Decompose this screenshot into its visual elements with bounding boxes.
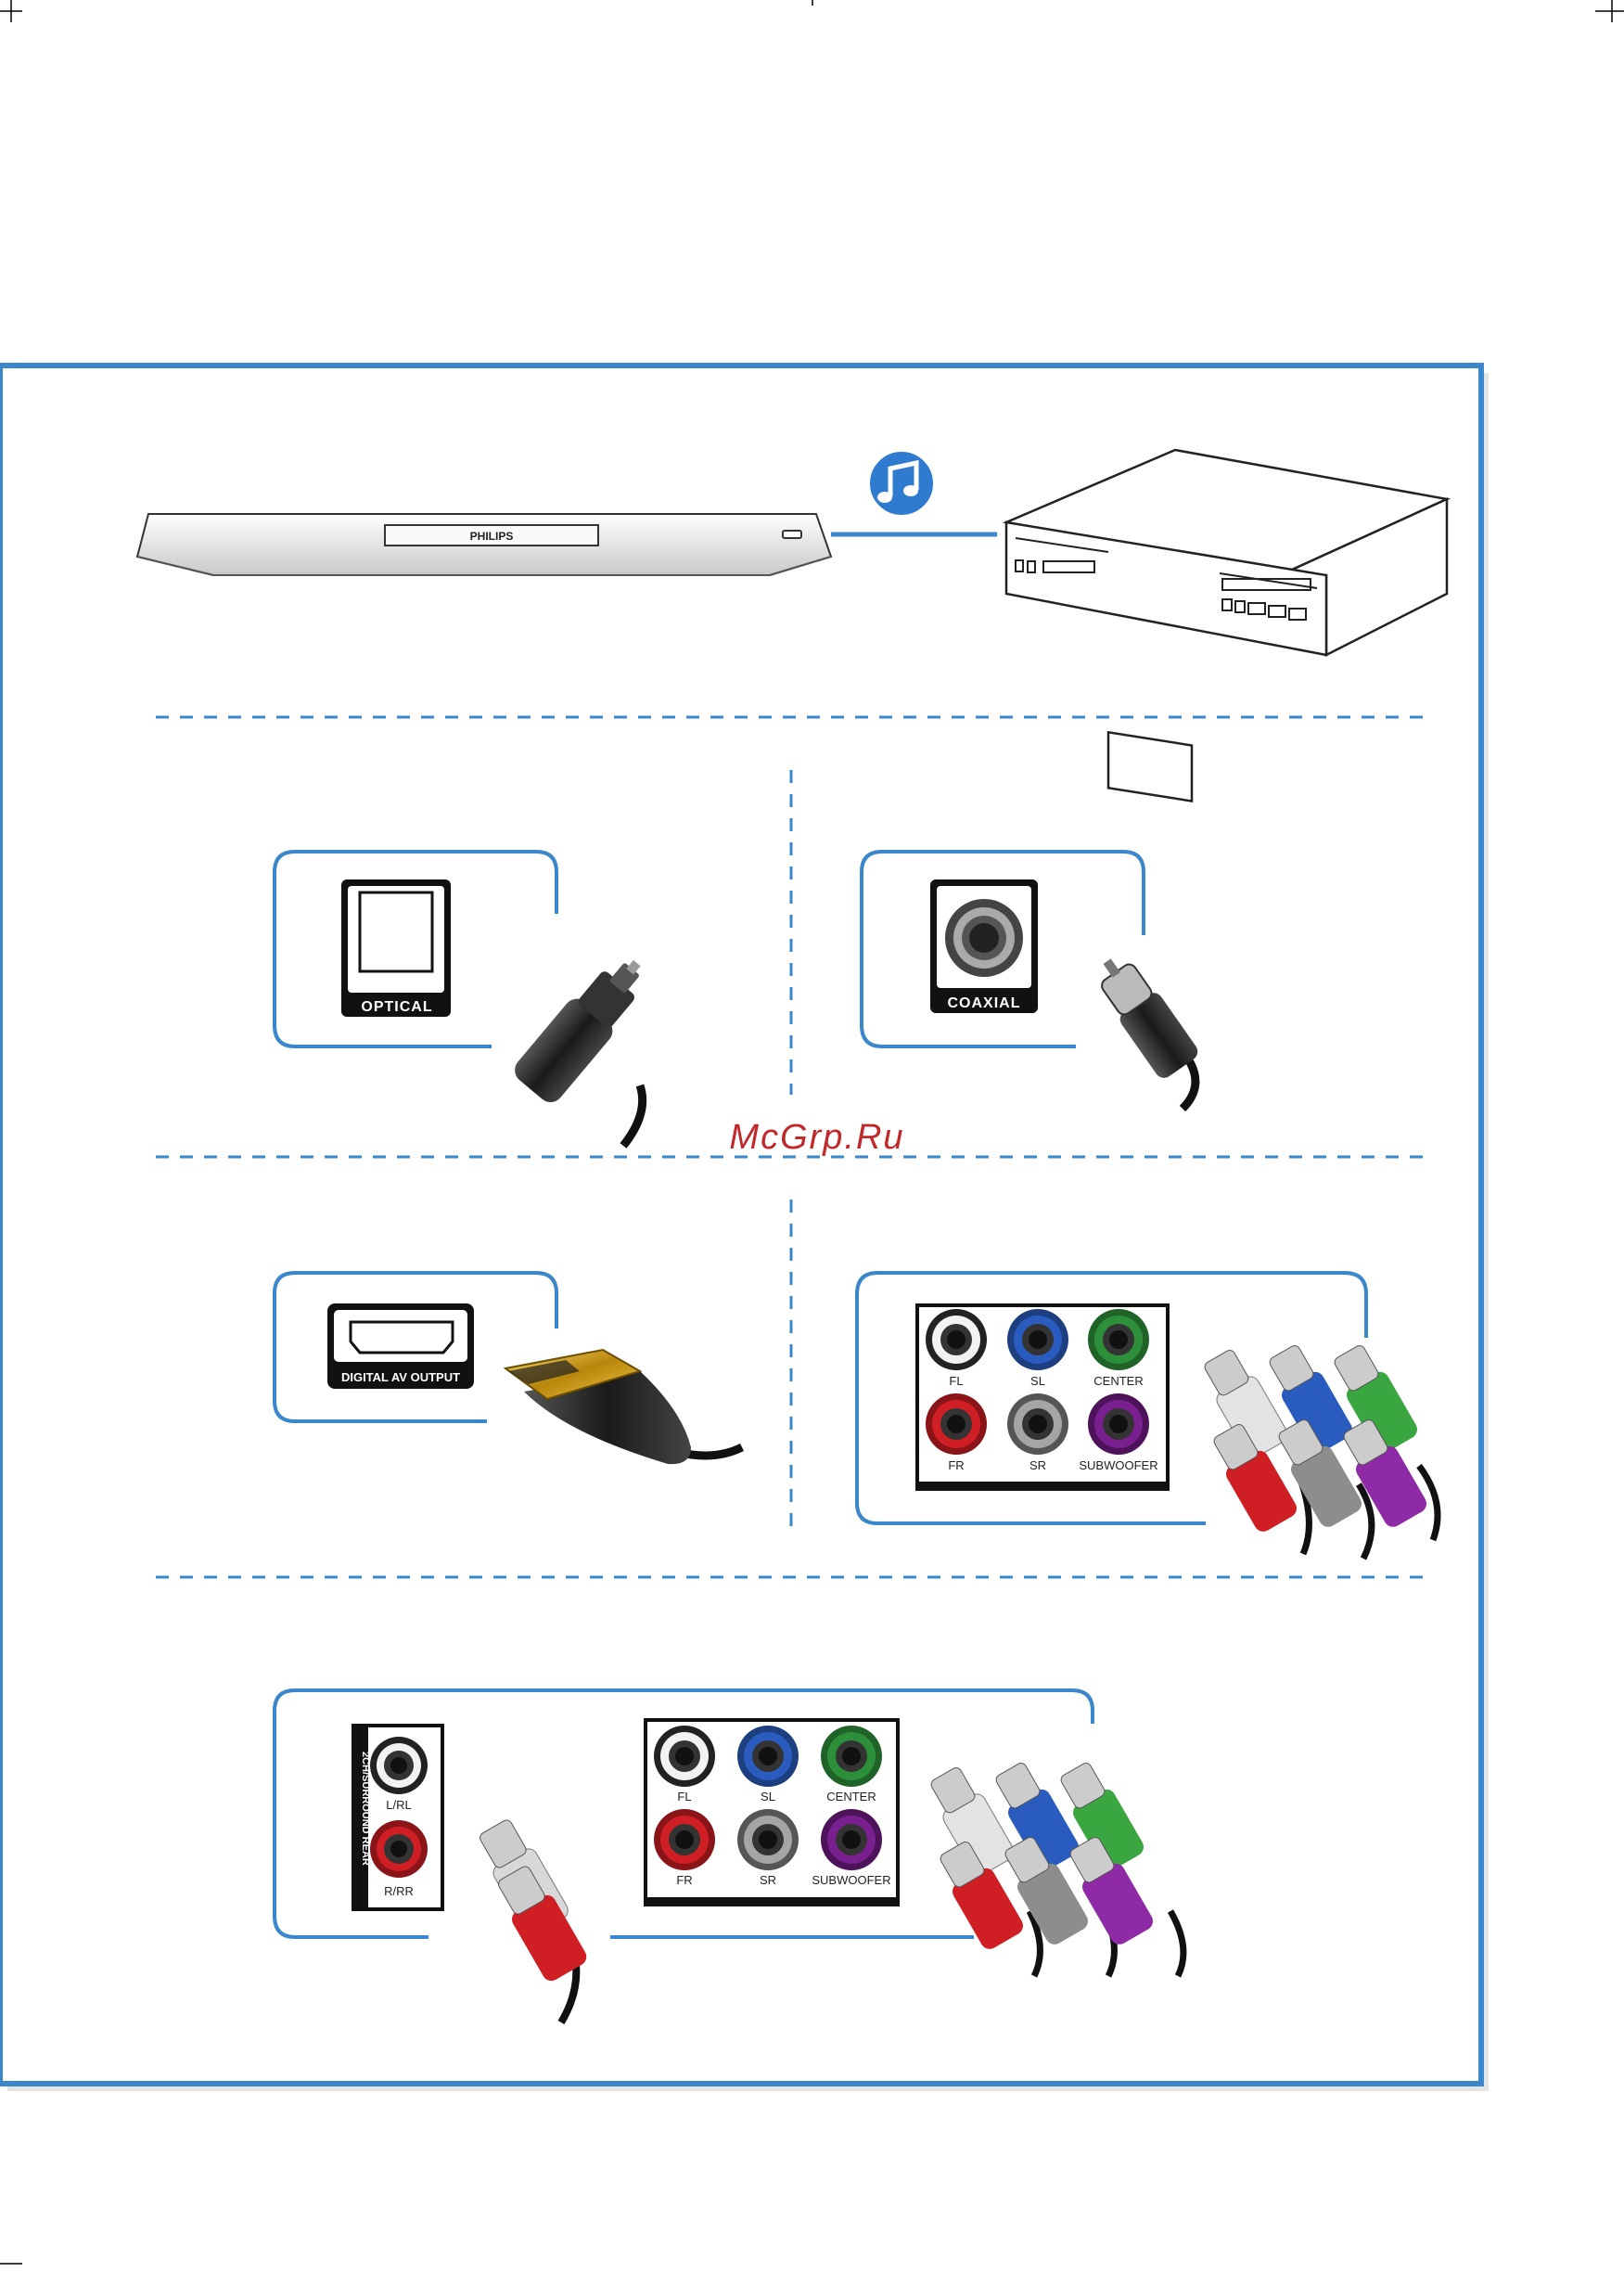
label-sl: SL — [1030, 1374, 1045, 1388]
jack-sr-2 — [737, 1809, 799, 1870]
label-fr: FR — [948, 1458, 964, 1472]
jack-sl — [1007, 1309, 1068, 1370]
music-note-icon — [868, 450, 935, 517]
label-sr-2: SR — [760, 1873, 776, 1887]
jack-sl-2 — [737, 1726, 799, 1787]
bluray-player: PHILIPS — [137, 514, 831, 575]
label-fl-2: FL — [677, 1790, 691, 1803]
label-fr-2: FR — [676, 1873, 692, 1887]
jack-rear-right — [370, 1820, 428, 1878]
rear-side-label: 2CH/SURROUND REAR — [360, 1752, 371, 1866]
coaxial-port-label: COAXIAL — [948, 995, 1021, 1011]
label-rear-right: R/RR — [384, 1884, 414, 1898]
jack-fl — [926, 1309, 987, 1370]
label-center: CENTER — [1093, 1374, 1143, 1388]
usb-port-icon — [783, 531, 801, 538]
optical-port-label: OPTICAL — [361, 999, 432, 1015]
player-brand-text: PHILIPS — [470, 530, 514, 543]
label-sr: SR — [1029, 1458, 1046, 1472]
jack-fr-2 — [654, 1809, 715, 1870]
label-subwoofer-2: SUBWOOFER — [812, 1873, 890, 1887]
jack-fr — [926, 1393, 987, 1455]
label-center-2: CENTER — [826, 1790, 876, 1803]
jack-subwoofer-2 — [821, 1809, 882, 1870]
jack-fl-2 — [654, 1726, 715, 1787]
jack-rear-left — [370, 1737, 428, 1794]
jack-center-2 — [821, 1726, 882, 1787]
label-subwoofer: SUBWOOFER — [1079, 1458, 1157, 1472]
label-rear-left: L/RL — [386, 1798, 411, 1812]
label-fl: FL — [949, 1374, 963, 1388]
hdmi-port-label: DIGITAL AV OUTPUT — [341, 1370, 460, 1384]
jack-subwoofer — [1088, 1393, 1149, 1455]
jack-sr — [1007, 1393, 1068, 1455]
watermark-text: McGrp.Ru — [729, 1118, 904, 1157]
label-sl-2: SL — [761, 1790, 775, 1803]
jack-center — [1088, 1309, 1149, 1370]
